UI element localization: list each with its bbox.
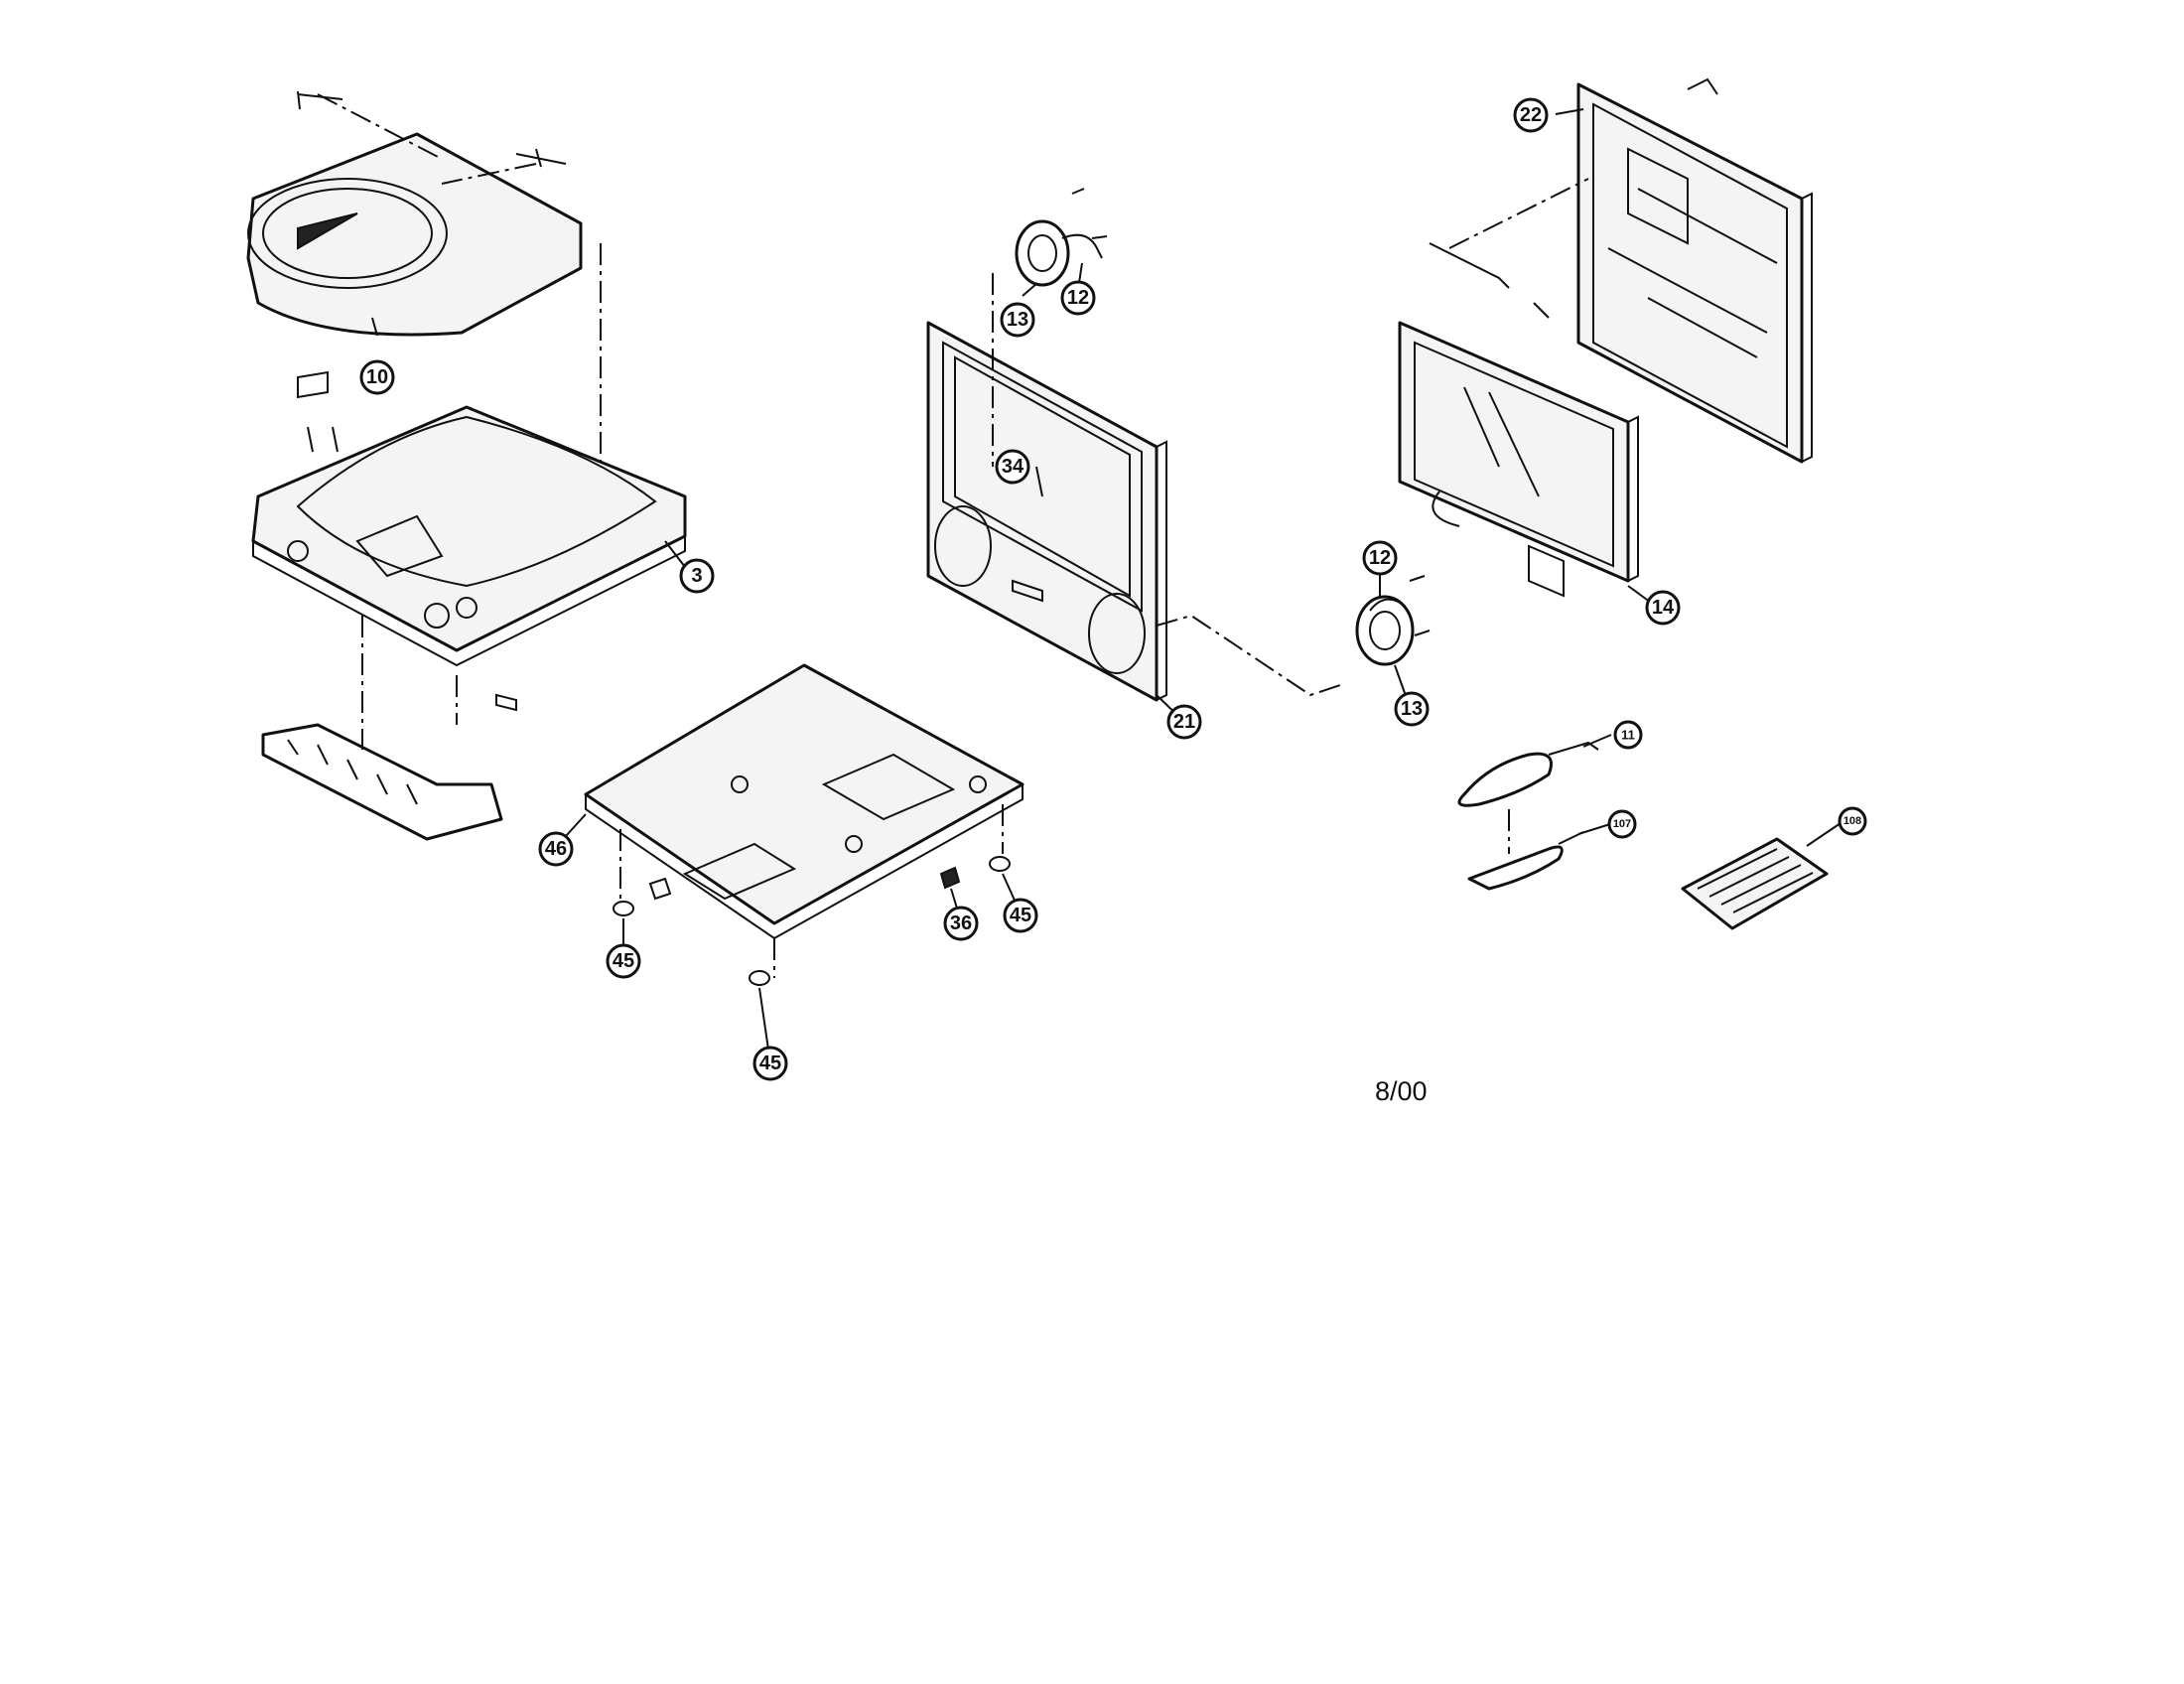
callout-108: 108 [1838, 806, 1867, 836]
callout-3: 3 [679, 558, 715, 594]
svg-text:14: 14 [1652, 597, 1675, 619]
callout-45-right: 45 [1003, 898, 1038, 933]
bottom-case-part [584, 663, 1024, 940]
callout-13-upper: 13 [1000, 302, 1035, 338]
svg-text:45: 45 [613, 950, 634, 972]
svg-text:45: 45 [759, 1052, 781, 1074]
svg-text:22: 22 [1520, 104, 1542, 126]
top-lid-part [246, 90, 583, 337]
main-deck-part [251, 370, 687, 667]
date-code: 8/00 [1375, 1076, 1428, 1106]
callout-14: 14 [1645, 590, 1681, 626]
callout-46: 46 [538, 831, 574, 867]
callout-11: 11 [1613, 720, 1643, 750]
control-board-part [261, 723, 503, 841]
upper-speaker-part [1015, 188, 1108, 287]
remote-control-part [1681, 837, 1829, 930]
svg-text:13: 13 [1401, 698, 1423, 720]
callout-10: 10 [359, 359, 395, 395]
svg-text:108: 108 [1843, 815, 1861, 827]
callout-21: 21 [1166, 704, 1202, 740]
callout-12-upper: 12 [1060, 280, 1096, 316]
lcd-panel-part [1398, 321, 1639, 598]
callout-34: 34 [995, 449, 1030, 485]
svg-text:11: 11 [1621, 728, 1635, 743]
lower-speaker-part [1355, 575, 1431, 666]
svg-text:34: 34 [1002, 456, 1024, 478]
callout-22: 22 [1513, 97, 1549, 133]
callout-45-left: 45 [606, 943, 641, 979]
rear-cover-part [1576, 77, 1813, 464]
svg-text:13: 13 [1007, 309, 1028, 331]
svg-text:10: 10 [366, 366, 388, 388]
svg-text:36: 36 [950, 912, 972, 934]
power-cord-part [1457, 741, 1599, 807]
callout-12-lower: 12 [1362, 540, 1398, 576]
callout-13-lower: 13 [1394, 691, 1430, 727]
svg-text:46: 46 [545, 838, 567, 860]
svg-text:107: 107 [1613, 818, 1631, 830]
svg-text:21: 21 [1173, 711, 1195, 733]
svg-text:3: 3 [691, 565, 702, 587]
svg-text:45: 45 [1010, 905, 1031, 926]
callout-36: 36 [943, 906, 979, 941]
svg-text:12: 12 [1067, 287, 1089, 309]
callout-107: 107 [1607, 809, 1637, 839]
svg-text:12: 12 [1369, 547, 1391, 569]
front-bezel-part [926, 321, 1167, 702]
av-cable-part [1467, 831, 1584, 891]
callout-45-bottom: 45 [752, 1046, 788, 1081]
